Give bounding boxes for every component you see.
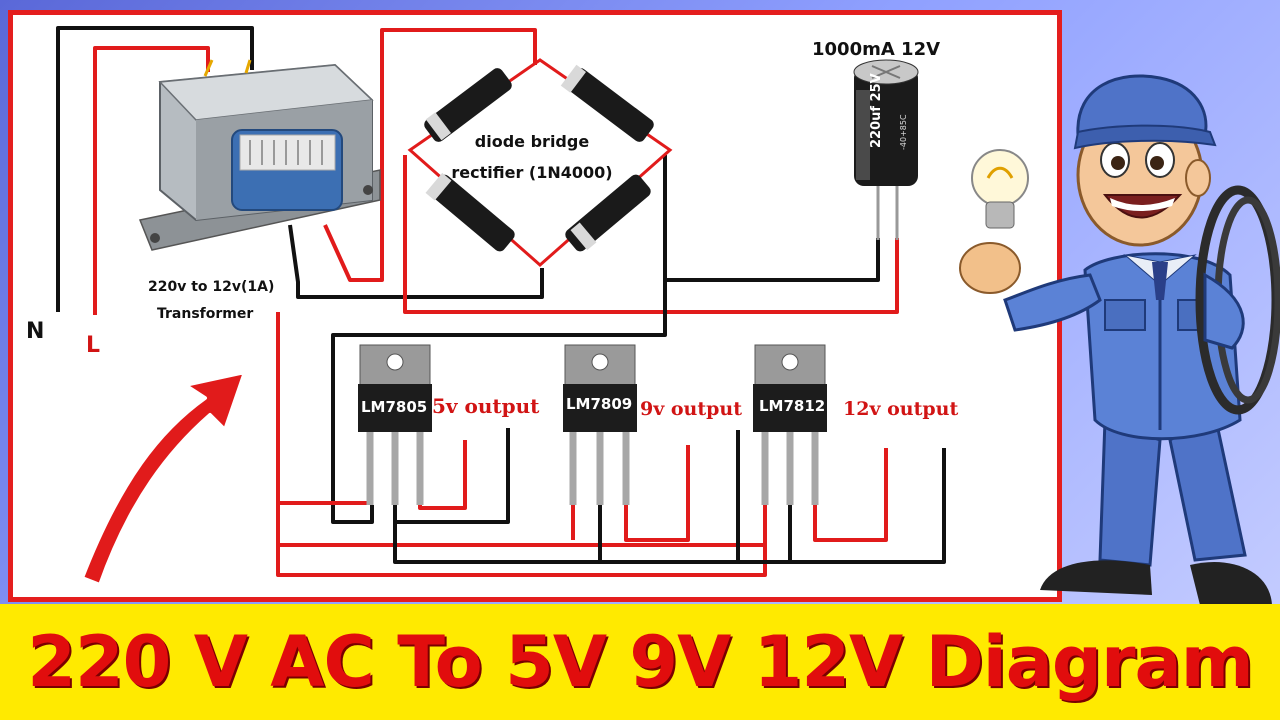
transformer <box>138 59 381 251</box>
transformer-label: 220v to 12v(1A) <box>148 279 274 295</box>
ground-bus-wire <box>331 280 667 524</box>
output-9v-ground <box>600 430 740 564</box>
capacitor-marking: 220uf 25V <box>869 73 884 148</box>
diagram-title: 220 V AC To 5V 9V 12V Diagram <box>27 621 1253 703</box>
bridge-label-line1: diode bridge <box>475 132 590 151</box>
bridge-label-line2: rectifier (1N4000) <box>451 163 612 182</box>
output-12v-positive <box>813 448 888 542</box>
capacitor-temp-marking: -40+85C <box>899 114 908 150</box>
output-5v-positive <box>418 440 467 510</box>
output-9v-positive <box>624 445 690 542</box>
bridge-negative-wire <box>663 155 880 282</box>
output-9v-label: 9v output <box>640 398 742 420</box>
capacitor-label: 1000mA 12V <box>812 39 940 60</box>
regulator-lm7812 <box>753 344 827 505</box>
regulator-2-name: LM7809 <box>566 395 632 413</box>
neutral-label: N <box>26 319 44 344</box>
line-label: L <box>86 333 100 358</box>
regulator-lm7805 <box>358 344 432 505</box>
line-wire <box>93 46 210 315</box>
ground-link-2 <box>598 505 792 564</box>
output-12v-label: 12v output <box>843 398 958 420</box>
regulator-lm7809 <box>563 344 637 505</box>
title-banner <box>0 604 1280 720</box>
ground-link-1 <box>393 505 602 564</box>
regulator-3-name: LM7812 <box>759 397 825 415</box>
input-bus-wire-2 <box>276 503 767 547</box>
output-5v-label: 5v output <box>432 394 540 418</box>
circuit-diagram: 220uf 25V -40+85C LM7805 LM7809 LM7812 5… <box>26 26 1280 605</box>
transformer-sublabel: Transformer <box>157 306 253 322</box>
electrician-mascot <box>959 74 1280 605</box>
regulator-1-name: LM7805 <box>361 398 427 416</box>
bridge-positive-wire <box>403 155 899 314</box>
capacitor <box>853 59 919 240</box>
neutral-wire <box>56 26 254 312</box>
output-12v-ground <box>790 448 946 564</box>
input-bus-wire <box>276 312 370 505</box>
secondary-black-wire <box>288 224 544 299</box>
arrow-icon <box>80 370 247 587</box>
secondary-red-wire <box>323 28 537 282</box>
output-5v-ground <box>395 428 510 524</box>
diode-bridge <box>407 58 673 268</box>
